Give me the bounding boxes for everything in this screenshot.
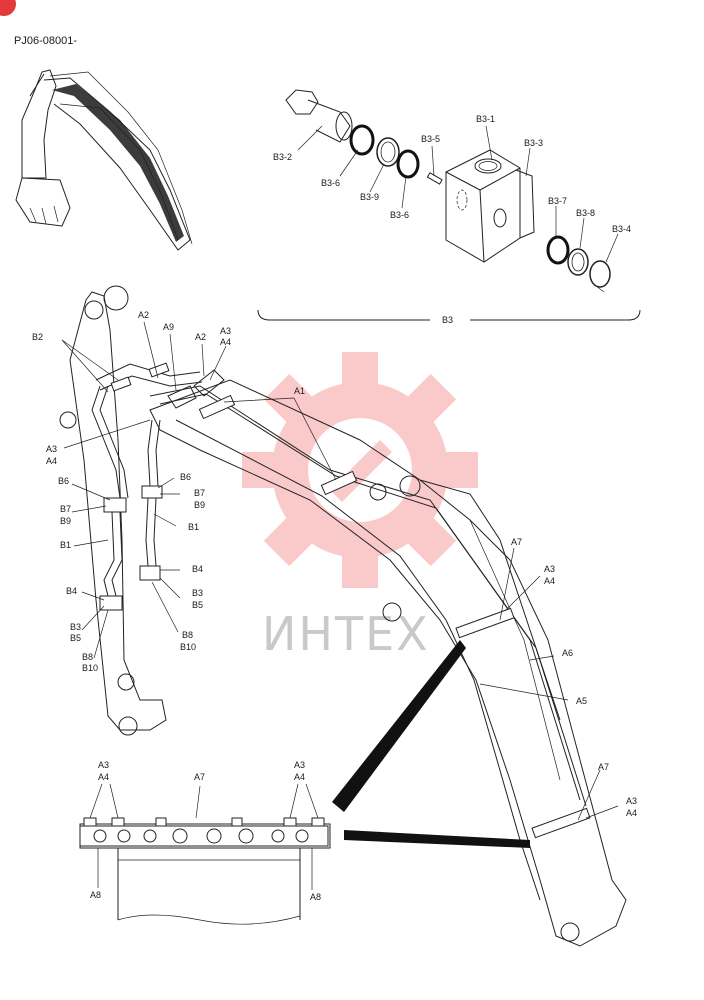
label-b3-group: B3 xyxy=(442,315,453,325)
label-b3-4: B3-4 xyxy=(612,224,631,234)
label-b4-left: B4 xyxy=(66,586,77,596)
corner-marker xyxy=(0,0,16,16)
label-b9-center: B9 xyxy=(194,500,205,510)
label-b3-3: B3-3 xyxy=(524,138,543,148)
label-a3-detail-right: A3 xyxy=(294,760,305,770)
boom-assembly xyxy=(59,285,627,947)
label-b3-7: B3-7 xyxy=(548,196,567,206)
label-b2: B2 xyxy=(32,332,43,342)
label-b5-center: B5 xyxy=(192,600,203,610)
label-a1: A1 xyxy=(294,386,305,396)
label-a4-right-lower: A4 xyxy=(626,808,637,818)
label-a4-detail-left: A4 xyxy=(98,772,109,782)
label-b8-center: B8 xyxy=(182,630,193,640)
label-a2-left: A2 xyxy=(138,310,149,320)
label-b1-left: B1 xyxy=(60,540,71,550)
label-b3-6-lower: B3-6 xyxy=(390,210,409,220)
label-a4-detail-right: A4 xyxy=(294,772,305,782)
label-a9: A9 xyxy=(163,322,174,332)
clamp-detail-view xyxy=(79,783,331,925)
label-b10-center: B10 xyxy=(180,642,196,652)
label-a4-top: A4 xyxy=(220,337,231,347)
label-b1-center: B1 xyxy=(188,522,199,532)
label-a3-top: A3 xyxy=(220,326,231,336)
label-b3-9: B3-9 xyxy=(360,192,379,202)
label-b3-6-upper: B3-6 xyxy=(321,178,340,188)
label-b3-left: B3 xyxy=(70,622,81,632)
drawing-code: PJ06-08001- xyxy=(14,35,77,47)
label-b3-1: B3-1 xyxy=(476,114,495,124)
label-a7-upper: A7 xyxy=(511,537,522,547)
label-b5-left: B5 xyxy=(70,633,81,643)
label-a3-left: A3 xyxy=(46,444,57,454)
callout-labels: B3-1 B3-2 B3-3 B3-4 B3-5 B3-6 B3-9 B3-6 … xyxy=(32,114,637,902)
label-b10-left: B10 xyxy=(82,663,98,673)
label-b3-center: B3 xyxy=(192,588,203,598)
label-a3-detail-left: A3 xyxy=(98,760,109,770)
overview-excavator xyxy=(15,69,193,251)
label-a8-left: A8 xyxy=(90,890,101,900)
label-b3-5: B3-5 xyxy=(421,134,440,144)
callout-leaders xyxy=(61,321,619,821)
label-b7-center: B7 xyxy=(194,488,205,498)
label-b6-center: B6 xyxy=(180,472,191,482)
label-a7-lower: A7 xyxy=(598,762,609,772)
label-b6-left: B6 xyxy=(58,476,69,486)
label-b8-left: B8 xyxy=(82,652,93,662)
label-b3-8: B3-8 xyxy=(576,208,595,218)
b3-exploded-view xyxy=(257,89,641,321)
label-b3-2: B3-2 xyxy=(273,152,292,162)
label-a8-right: A8 xyxy=(310,892,321,902)
watermark-text: ИНТЕХ xyxy=(262,607,430,661)
label-a2-right: A2 xyxy=(195,332,206,342)
label-a7-detail: A7 xyxy=(194,772,205,782)
zoom-line-lower xyxy=(344,830,530,848)
label-b7-left: B7 xyxy=(60,504,71,514)
label-b4-center: B4 xyxy=(192,564,203,574)
label-b9-left: B9 xyxy=(60,516,71,526)
label-a4-left: A4 xyxy=(46,456,57,466)
label-a4-right-upper: A4 xyxy=(544,576,555,586)
watermark-logo xyxy=(242,352,478,588)
label-a6: A6 xyxy=(562,648,573,658)
label-a5: A5 xyxy=(576,696,587,706)
zoom-line-upper xyxy=(332,640,466,812)
label-a3-right-upper: A3 xyxy=(544,564,555,574)
label-a3-right-lower: A3 xyxy=(626,796,637,806)
